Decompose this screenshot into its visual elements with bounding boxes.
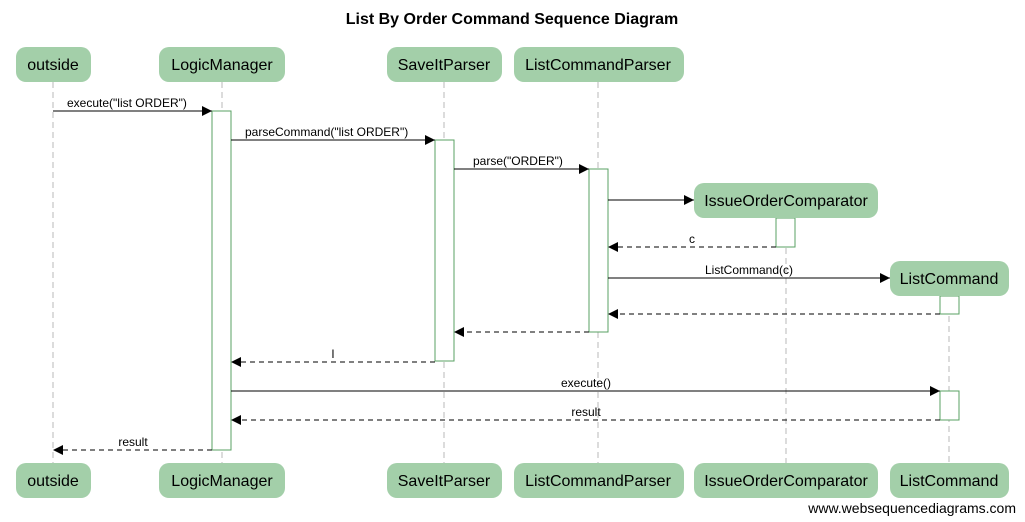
message-label-return-result: result xyxy=(571,405,601,419)
activation-list-command-parser xyxy=(588,168,609,333)
participant-box-issue-order-comparator xyxy=(694,183,878,218)
participant-label-outside-bottom: outside xyxy=(27,473,79,490)
activations xyxy=(211,110,960,451)
participant-box-outside-bottom xyxy=(16,463,91,498)
activation-list-command-execute xyxy=(939,390,960,421)
participant-box-saveit-parser-bottom xyxy=(387,463,502,498)
activation-logic-manager xyxy=(211,110,232,451)
participant-box-outside xyxy=(16,47,91,82)
participants-created: IssueOrderComparator ListCommand xyxy=(694,183,1009,296)
message-label-execute: execute() xyxy=(561,376,611,390)
message-label-parse-command: parseCommand("list ORDER") xyxy=(245,125,408,139)
participants-bottom: outside LogicManager SaveItParser ListCo… xyxy=(16,463,1009,498)
participant-label-outside: outside xyxy=(27,57,79,74)
participant-label-issue-order-comparator: IssueOrderComparator xyxy=(704,193,868,210)
participant-box-list-command-parser-bottom xyxy=(514,463,684,498)
activation-list-command-init xyxy=(939,295,960,315)
participant-label-list-command: ListCommand xyxy=(900,271,999,288)
participant-box-logic-manager xyxy=(159,47,285,82)
participant-label-list-command-parser-bottom: ListCommandParser xyxy=(525,473,672,490)
participant-label-list-command-bottom: ListCommand xyxy=(900,473,999,490)
participant-label-list-command-parser: ListCommandParser xyxy=(525,57,672,74)
participant-box-logic-manager-bottom xyxy=(159,463,285,498)
participant-box-list-command xyxy=(890,261,1009,296)
participant-box-issue-order-comparator-bottom xyxy=(694,463,878,498)
participant-box-list-command-parser xyxy=(514,47,684,82)
message-label-create-list-command: ListCommand(c) xyxy=(705,263,793,277)
messages: execute("list ORDER") parseCommand("list… xyxy=(53,96,940,455)
participant-label-issue-order-comparator-bottom: IssueOrderComparator xyxy=(704,473,868,490)
activation-saveit-parser xyxy=(434,139,455,362)
lifelines xyxy=(52,82,950,463)
message-label-execute-list-order: execute("list ORDER") xyxy=(67,96,187,110)
participant-label-logic-manager: LogicManager xyxy=(171,57,273,74)
participant-label-logic-manager-bottom: LogicManager xyxy=(171,473,273,490)
message-label-return-l: l xyxy=(332,347,335,361)
watermark: www.websequencediagrams.com xyxy=(807,500,1016,516)
message-label-parse-order: parse("ORDER") xyxy=(473,154,563,168)
message-label-return-result-outside: result xyxy=(118,435,148,449)
participant-box-saveit-parser xyxy=(387,47,502,82)
participant-label-saveit-parser-bottom: SaveItParser xyxy=(398,473,491,490)
diagram-title: List By Order Command Sequence Diagram xyxy=(346,11,679,28)
participants-top: outside LogicManager SaveItParser ListCo… xyxy=(16,47,684,82)
activation-issue-order-comparator xyxy=(775,217,796,248)
message-label-return-c: c xyxy=(689,232,695,246)
participant-label-saveit-parser: SaveItParser xyxy=(398,57,491,74)
participant-box-list-command-bottom xyxy=(890,463,1009,498)
